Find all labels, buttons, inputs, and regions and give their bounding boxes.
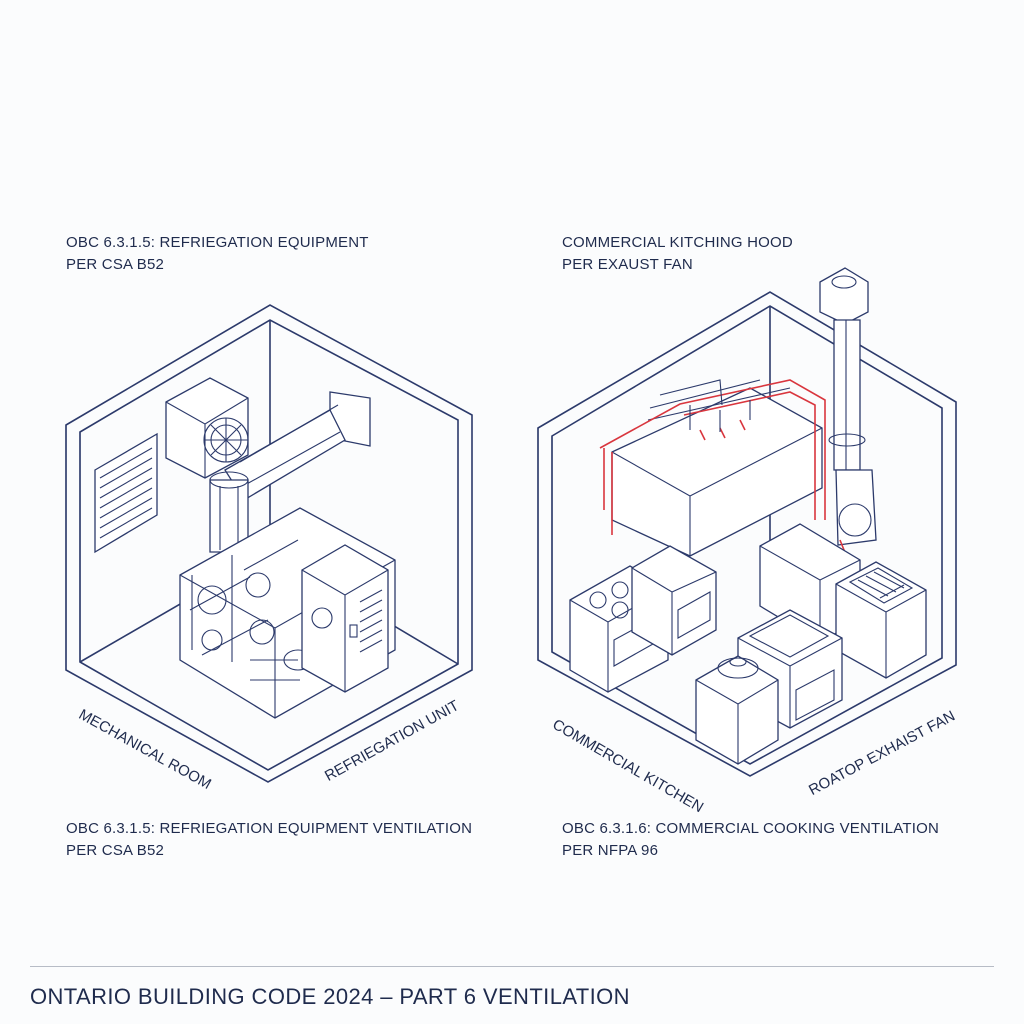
exhaust-fan-box (165, 377, 249, 479)
right-top-caption-line2: PER EXAUST FAN (562, 256, 693, 273)
right-top-caption-line1: COMMERCIAL KITCHING HOOD (562, 234, 793, 251)
supply-duct (209, 391, 371, 553)
range-oven-right (631, 545, 717, 656)
fire-suppression-piping (599, 379, 847, 556)
right-bottom-caption-line1: OBC 6.3.1.6: COMMERCIAL COOKING VENTILAT… (562, 820, 940, 837)
right-bottom-caption-line2: PER NFPA 96 (562, 842, 659, 859)
commercial-kitchen-room (537, 291, 957, 777)
wall-louver (94, 432, 158, 554)
footer-title: ONTARIO BUILDING CODE 2024 – PART 6 VENT… (30, 984, 630, 1009)
deep-fryer (835, 561, 927, 679)
left-bottom-caption-line2: PER CSA B52 (66, 842, 165, 859)
left-bottom-caption-line1: OBC 6.3.1.5: REFRIEGATION EQUIPMENT VENT… (66, 820, 473, 837)
footer-divider (30, 966, 994, 967)
left-top-caption-line1: OBC 6.3.1.5: REFRIEGATION EQUIPMENT (66, 234, 369, 251)
refrigeration-unit-cabinet (301, 544, 389, 693)
rooftop-exhaust-duct (819, 267, 877, 546)
stock-pot-range (695, 655, 779, 765)
left-top-caption-line2: PER CSA B52 (66, 256, 165, 273)
mechanical-room (65, 304, 473, 783)
